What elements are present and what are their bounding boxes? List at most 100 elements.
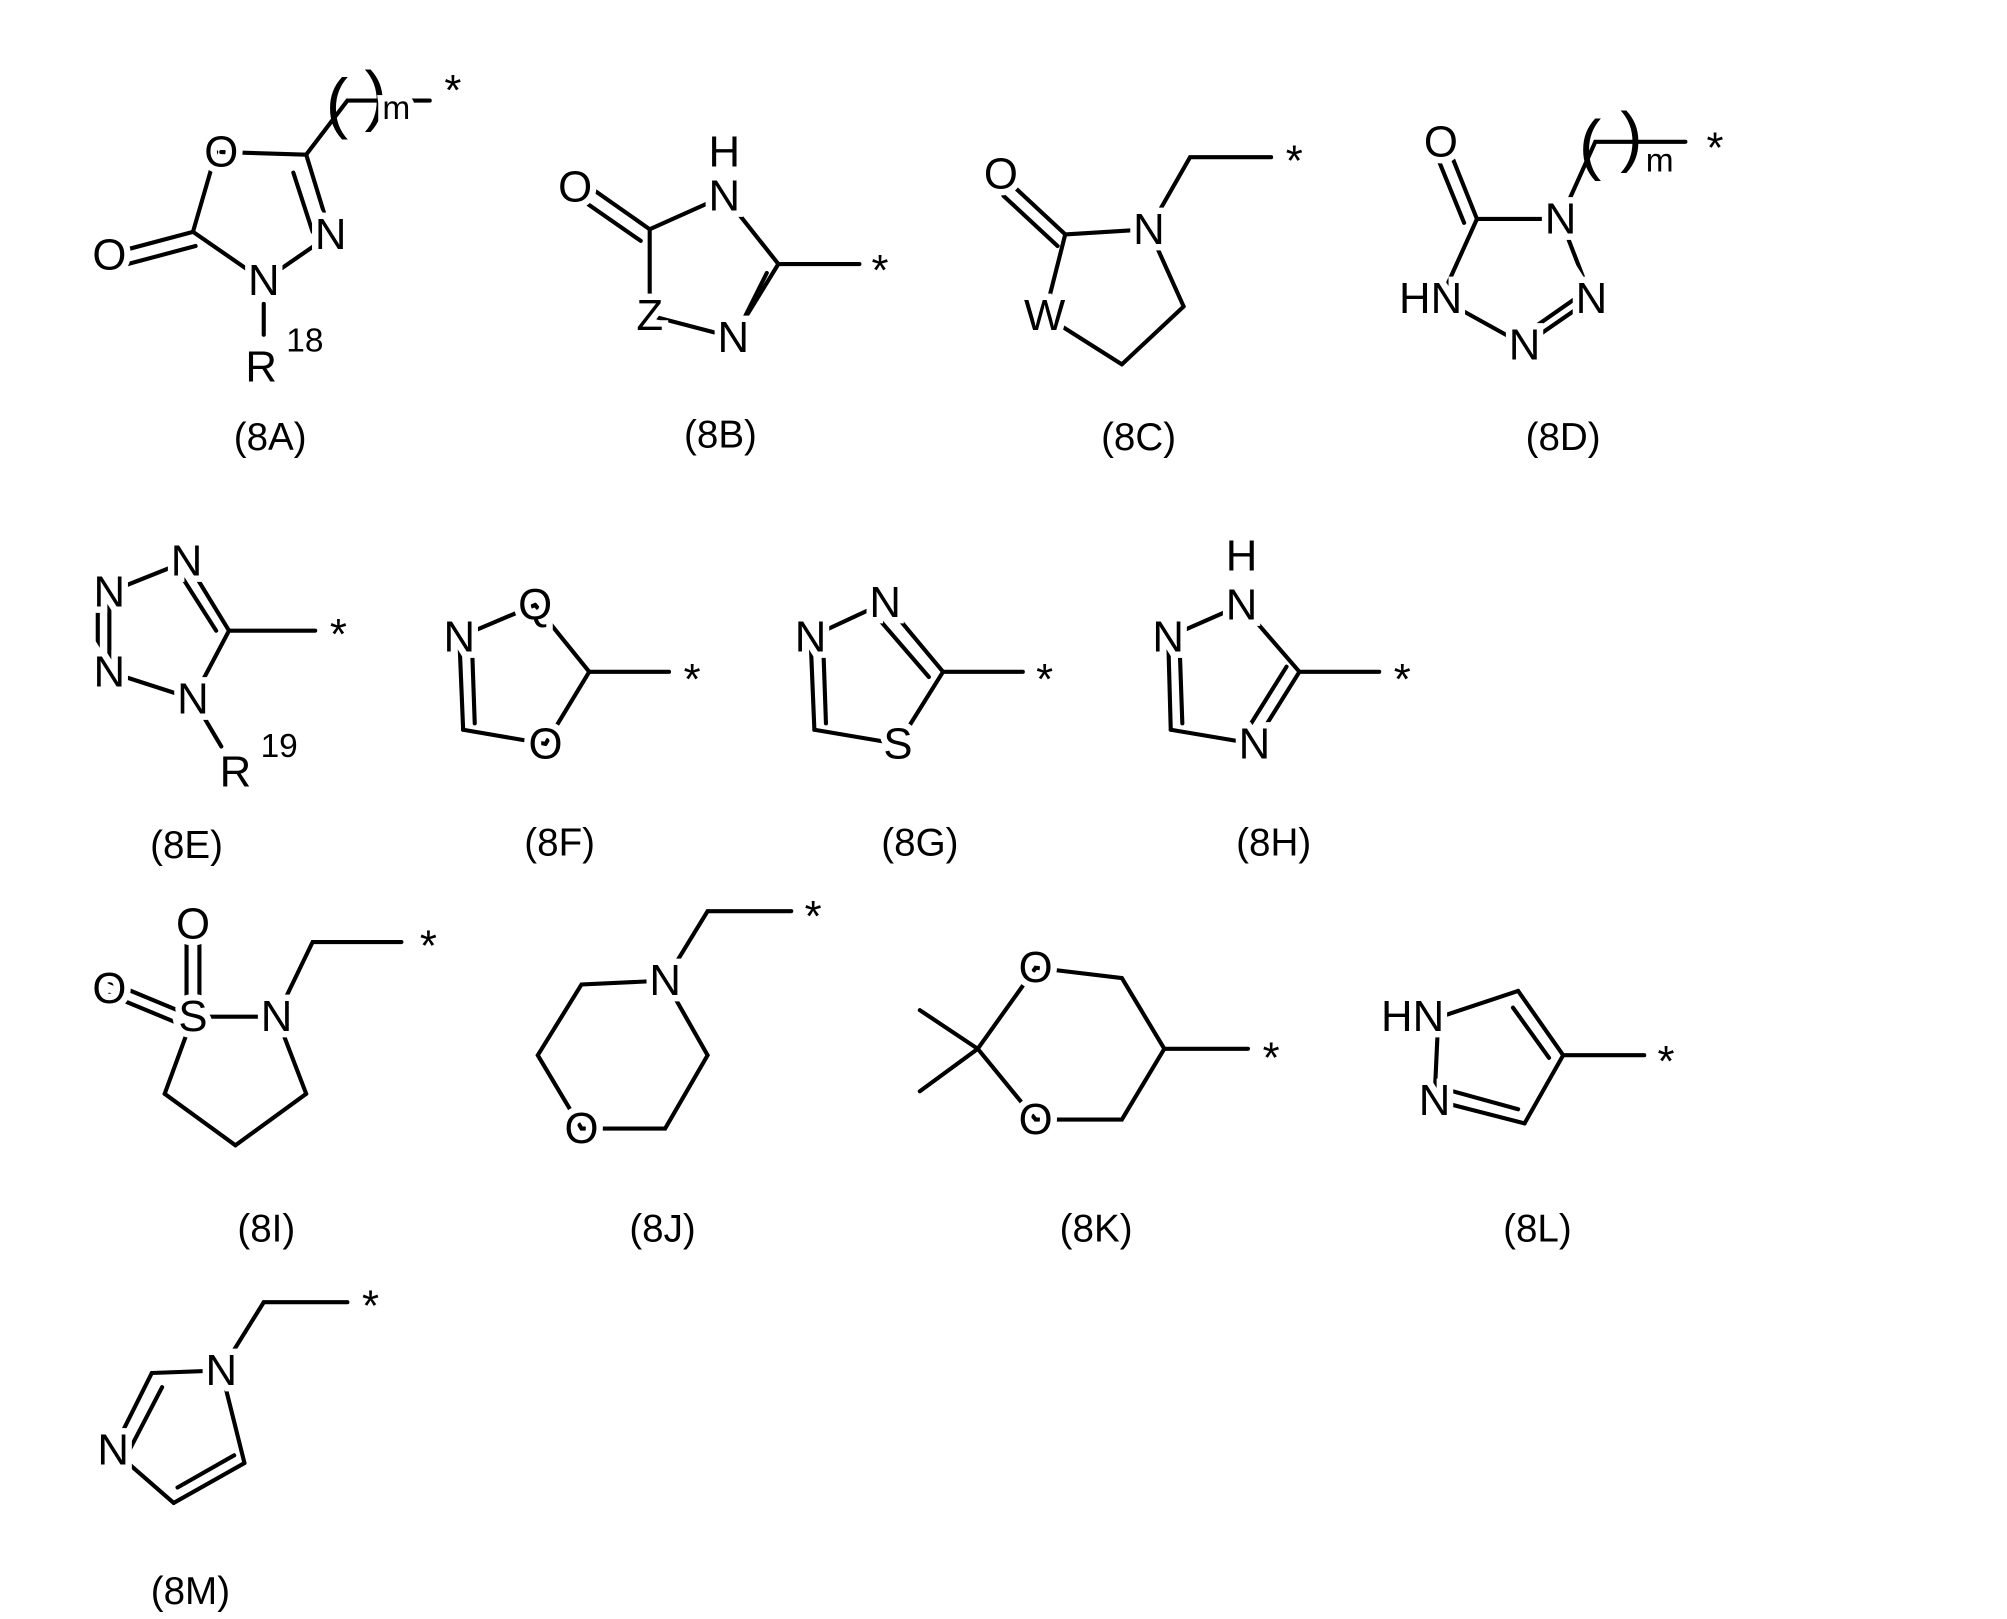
atom-n: N bbox=[94, 647, 126, 696]
bond bbox=[978, 968, 1165, 1120]
structure-label: (8B) bbox=[684, 414, 757, 457]
bond bbox=[1122, 306, 1184, 364]
attachment-star: * bbox=[362, 1282, 379, 1331]
atom-n: N bbox=[171, 537, 203, 586]
structure-8F: Q N O * (8F) bbox=[443, 580, 700, 864]
atom-n: N bbox=[261, 992, 293, 1041]
atom-w: W bbox=[1024, 291, 1066, 340]
structure-8G: N N S * (8G) bbox=[795, 578, 1053, 865]
atom-n: N bbox=[94, 568, 126, 617]
atom-n: N bbox=[1419, 1076, 1451, 1125]
atom-o: O bbox=[92, 964, 126, 1013]
atom-n: N bbox=[177, 674, 209, 723]
atom-h: H bbox=[1226, 532, 1258, 581]
structure-8A: O N N O R 18 ( ) m * (8A) bbox=[92, 58, 461, 459]
structure-label: (8E) bbox=[150, 824, 223, 867]
structure-label: (8A) bbox=[234, 416, 307, 459]
atom-n: N bbox=[1152, 613, 1184, 662]
structure-label: (8D) bbox=[1526, 416, 1601, 459]
structure-label: (8M) bbox=[151, 1570, 230, 1613]
atom-o: O bbox=[558, 162, 592, 211]
atom-n: N bbox=[718, 313, 750, 362]
atom-n: N bbox=[205, 1346, 237, 1395]
atom-r: R bbox=[245, 342, 277, 391]
attachment-star: * bbox=[1706, 124, 1723, 173]
atom-nh: HN bbox=[1399, 274, 1462, 323]
paren-open: ( bbox=[326, 66, 348, 141]
attachment-star: * bbox=[871, 246, 888, 295]
atom-o: O bbox=[984, 149, 1018, 198]
atom-n: N bbox=[795, 613, 827, 662]
structure-8E: N N N N R 19 * (8E) bbox=[94, 537, 347, 867]
atom-n: N bbox=[248, 256, 280, 305]
atom-o: O bbox=[204, 128, 238, 177]
atom-o: O bbox=[1019, 943, 1053, 992]
atom-nh: HN bbox=[1381, 992, 1444, 1041]
structure-8M: N N * (8M) bbox=[97, 1282, 379, 1614]
atom-z: Z bbox=[636, 291, 663, 340]
bond bbox=[277, 942, 402, 1017]
paren-close: ) bbox=[1620, 99, 1642, 174]
bond bbox=[665, 911, 791, 980]
structure-8C: O N W * (8C) bbox=[984, 137, 1303, 460]
atom-r: R bbox=[220, 748, 252, 797]
superscript: 19 bbox=[261, 728, 298, 765]
structure-label: (8C) bbox=[1101, 416, 1176, 459]
atom-o: O bbox=[564, 1104, 598, 1153]
bond bbox=[165, 1094, 236, 1145]
structure-label: (8I) bbox=[237, 1207, 295, 1250]
structure-label: (8L) bbox=[1503, 1207, 1572, 1250]
superscript: 18 bbox=[286, 323, 323, 360]
atom-n: N bbox=[1545, 194, 1577, 243]
bond bbox=[1513, 1008, 1549, 1058]
attachment-star: * bbox=[444, 66, 461, 115]
structure-label: (8F) bbox=[524, 821, 595, 864]
atom-s: S bbox=[883, 719, 912, 768]
bond bbox=[1149, 157, 1271, 229]
bond bbox=[920, 1010, 978, 1049]
attachment-star: * bbox=[330, 610, 347, 659]
atom-n: N bbox=[649, 956, 681, 1005]
structure-8B: H N O Z N * (8B) bbox=[558, 128, 888, 457]
bond bbox=[221, 1302, 347, 1370]
attachment-star: * bbox=[684, 655, 701, 704]
atom-n: N bbox=[1133, 205, 1165, 254]
attachment-star: * bbox=[805, 892, 822, 941]
paren-open: ( bbox=[1579, 107, 1601, 182]
atom-n: N bbox=[1576, 274, 1608, 323]
bond bbox=[1441, 991, 1518, 1017]
structure-label: (8J) bbox=[629, 1207, 695, 1250]
bond bbox=[235, 1094, 306, 1145]
bond bbox=[129, 1387, 162, 1451]
structure-label: (8H) bbox=[1236, 821, 1311, 864]
atom-o: O bbox=[92, 231, 126, 280]
structure-8H: H N N N * (8H) bbox=[1152, 532, 1410, 865]
atom-o: O bbox=[1424, 117, 1458, 166]
attachment-star: * bbox=[1286, 137, 1303, 186]
bond bbox=[589, 187, 649, 229]
atom-n: N bbox=[443, 613, 475, 662]
atom-q: Q bbox=[518, 580, 552, 629]
atom-n: N bbox=[1239, 719, 1271, 768]
atom-o: O bbox=[1019, 1095, 1053, 1144]
atom-n: N bbox=[869, 578, 901, 627]
atom-n: N bbox=[709, 171, 741, 220]
structure-8I: O O S N * (8I) bbox=[92, 900, 437, 1251]
structure-label: (8G) bbox=[881, 821, 958, 864]
attachment-star: * bbox=[1658, 1037, 1675, 1086]
structure-label: (8K) bbox=[1060, 1207, 1133, 1250]
bond bbox=[538, 981, 708, 1129]
subscript-m: m bbox=[382, 90, 410, 127]
structure-8K: O O * (8K) bbox=[920, 943, 1280, 1250]
attachment-star: * bbox=[1394, 655, 1411, 704]
attachment-star: * bbox=[420, 921, 437, 970]
attachment-star: * bbox=[1036, 655, 1053, 704]
structure-8D: O N HN N N ( ) m * (8D) bbox=[1399, 99, 1723, 459]
atom-n: N bbox=[1226, 580, 1258, 629]
atom-h: H bbox=[709, 128, 741, 177]
bond bbox=[1525, 1055, 1564, 1123]
atom-o: O bbox=[528, 719, 562, 768]
atom-n: N bbox=[1509, 321, 1541, 370]
structure-8J: N O * (8J) bbox=[538, 892, 822, 1251]
